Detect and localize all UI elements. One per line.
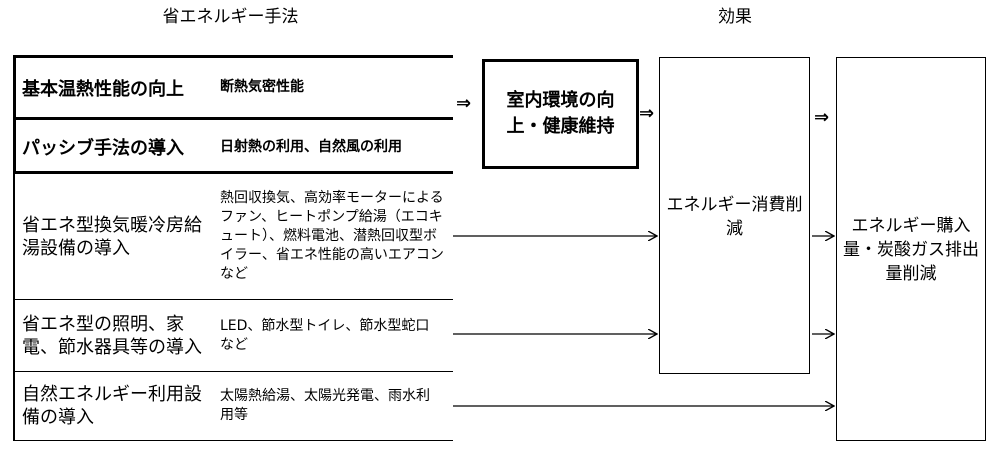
indoor-environment-box — [482, 59, 639, 169]
row-2-detail: 日射熱の利用、自然風の利用 — [220, 138, 402, 155]
row-divider-3 — [13, 371, 453, 372]
row-3-detail: 熱回収換気、高効率モーターによるファン、ヒートポンプ給湯（エコキュート）、燃料電… — [220, 190, 444, 282]
table-top-thick-frame — [13, 55, 453, 174]
energy-saving-label: エネルギー消費削減 — [666, 195, 803, 239]
indoor-environment-label: 室内環境の向上・健康維持 — [506, 90, 615, 137]
row-divider-2 — [13, 299, 453, 300]
row-divider-4 — [13, 440, 453, 441]
effects-header: 効果 — [718, 7, 752, 27]
methods-header: 省エネルギー手法 — [162, 7, 299, 27]
energy-saving-box — [659, 57, 810, 374]
final-effect-label: エネルギー購入量・炭酸ガス排出量削減 — [843, 216, 979, 284]
row-1-detail: 断熱気密性能 — [220, 79, 304, 95]
row-5-method: 自然エネルギー利用設備の導入 — [22, 384, 202, 428]
table-left-border — [13, 174, 15, 441]
row-5-detail: 太陽熱給湯、太陽光発電、雨水利用等 — [220, 388, 430, 423]
row-4-detail: LED、節水型トイレ、節水型蛇口など — [220, 317, 430, 353]
final-effect-box — [836, 57, 986, 441]
thick-divider-1 — [13, 117, 453, 120]
row-3-method: 省エネ型換気暖冷房給湯設備の導入 — [22, 214, 202, 259]
row-2-method: パッシブ手法の導入 — [22, 138, 184, 159]
row-4-method: 省エネ型の照明、家電、節水器具等の導入 — [22, 313, 202, 358]
arrow-energy-to-final: ⇒ — [814, 107, 830, 128]
row-1-method: 基本温熱性能の向上 — [22, 78, 184, 100]
arrow-row1-to-indoor: ⇒ — [456, 93, 472, 114]
arrow-indoor-to-energy: ⇒ — [639, 103, 655, 124]
